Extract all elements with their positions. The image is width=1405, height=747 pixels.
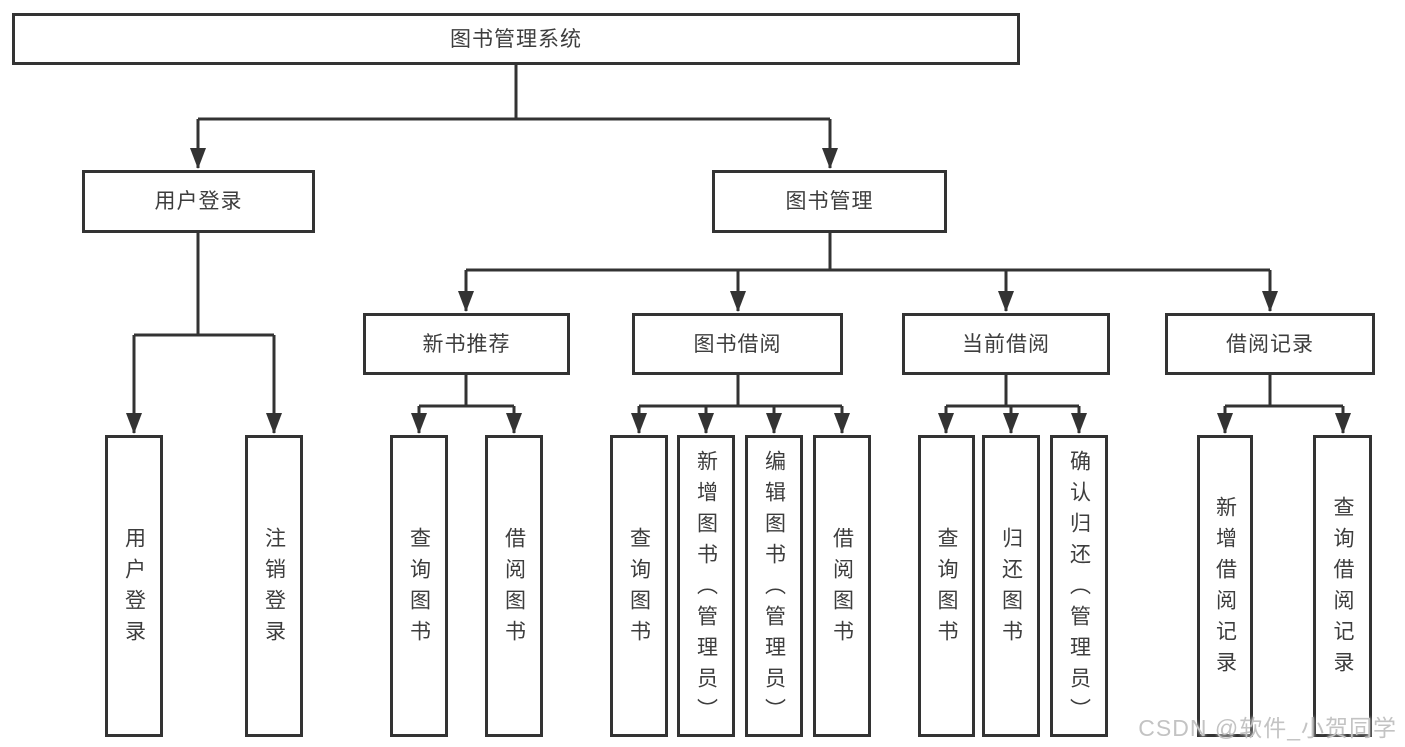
node-book-management: 图书管理 [712,170,947,233]
node-leaf-user-login: 用户登录 [105,435,163,737]
node-new-book-recommend: 新书推荐 [363,313,570,375]
node-leaf-add-book-admin: 新增图书（管理员） [677,435,735,737]
node-leaf-query-book-2: 查询图书 [610,435,668,737]
node-current-borrowing: 当前借阅 [902,313,1110,375]
node-root-system: 图书管理系统 [12,13,1020,65]
node-leaf-add-borrow-record: 新增借阅记录 [1197,435,1253,737]
node-borrowing-records: 借阅记录 [1165,313,1375,375]
node-leaf-confirm-return-admin: 确认归还（管理员） [1050,435,1108,737]
node-leaf-logout: 注销登录 [245,435,303,737]
node-leaf-query-book-3: 查询图书 [918,435,975,737]
node-leaf-borrow-book-1: 借阅图书 [485,435,543,737]
node-leaf-query-borrow-record: 查询借阅记录 [1313,435,1372,737]
node-leaf-edit-book-admin: 编辑图书（管理员） [745,435,803,737]
node-leaf-return-book: 归还图书 [982,435,1040,737]
node-leaf-query-book-1: 查询图书 [390,435,448,737]
csdn-watermark: CSDN @软件_小贺同学 [1138,715,1397,741]
node-leaf-borrow-book-2: 借阅图书 [813,435,871,737]
node-book-borrowing: 图书借阅 [632,313,843,375]
node-user-login-branch: 用户登录 [82,170,315,233]
